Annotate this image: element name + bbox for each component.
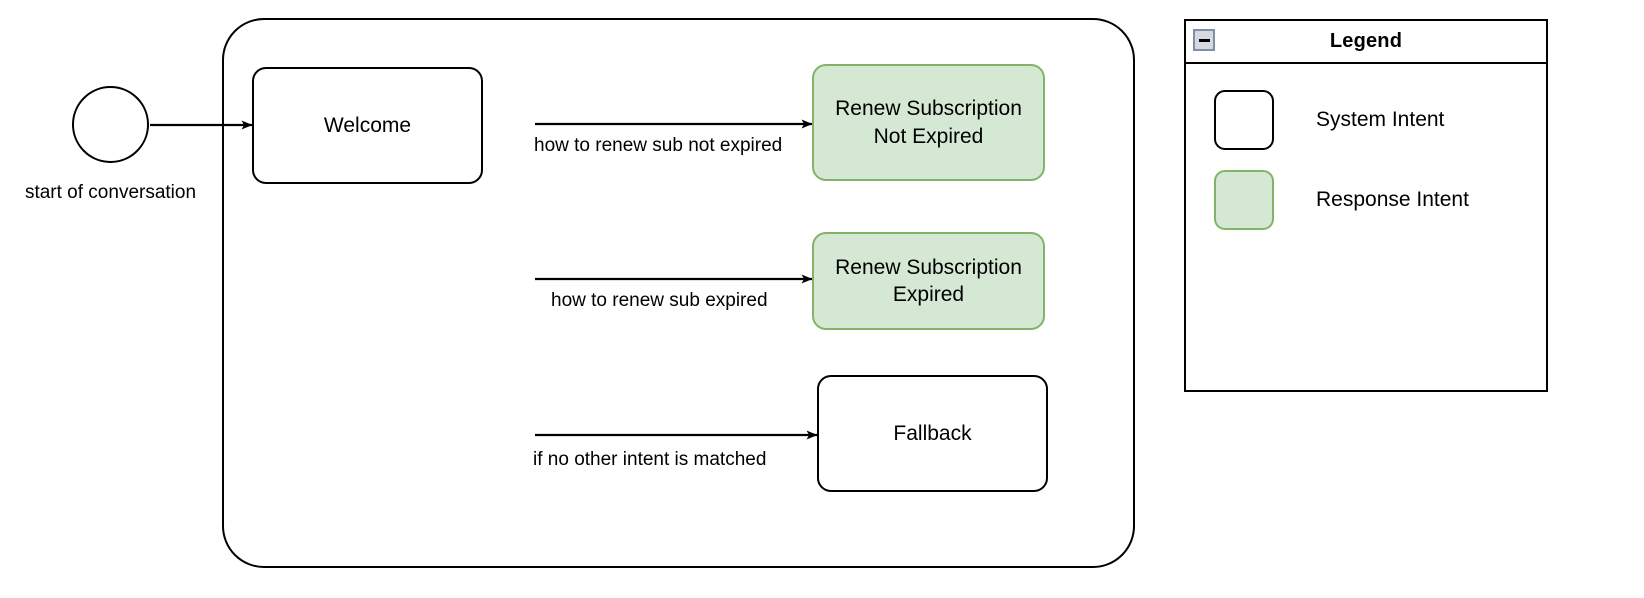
legend-item-label: Response Intent [1316,188,1469,211]
start-node-circle[interactable] [72,86,149,163]
legend-title: Legend [1329,30,1403,52]
edge-label-how-to-renew-sub-not-expired: how to renew sub not expired [534,135,783,156]
legend-header: Legend [1186,21,1546,64]
node-label-line-2: Expired [892,283,965,306]
legend-item-response-intent: Response Intent [1186,160,1546,240]
start-node-label: start of conversation [24,182,197,203]
legend-item-system-intent: System Intent [1186,80,1546,160]
system-intent-swatch [1214,90,1274,150]
node-fallback[interactable]: Fallback [817,375,1048,492]
node-label-line-1: Renew Subscription [835,255,1022,279]
node-renew-subscription-expired-label: Renew Subscription Expired [835,254,1022,309]
legend-panel: Legend System Intent Response Intent [1184,19,1548,392]
edge-label-if-no-other-intent-is-matched: if no other intent is matched [533,449,767,470]
node-renew-subscription-not-expired-label: Renew Subscription Not Expired [835,95,1022,150]
response-intent-swatch [1214,170,1274,230]
conversation-flow-group-container [222,18,1135,568]
node-fallback-label: Fallback [893,421,972,445]
minus-bar [1198,38,1210,42]
node-label-line-2: Not Expired [873,124,984,148]
node-label-line-1: Renew Subscription [835,97,1022,121]
edge-label-how-to-renew-sub-expired: how to renew sub expired [551,290,768,311]
legend-item-label: System Intent [1316,108,1445,131]
node-welcome-label: Welcome [323,113,412,137]
legend-body: System Intent Response Intent [1186,64,1546,240]
node-renew-subscription-not-expired[interactable]: Renew Subscription Not Expired [812,64,1045,181]
node-renew-subscription-expired[interactable]: Renew Subscription Expired [812,232,1045,330]
minus-icon[interactable] [1193,29,1215,51]
node-welcome[interactable]: Welcome [252,67,483,184]
